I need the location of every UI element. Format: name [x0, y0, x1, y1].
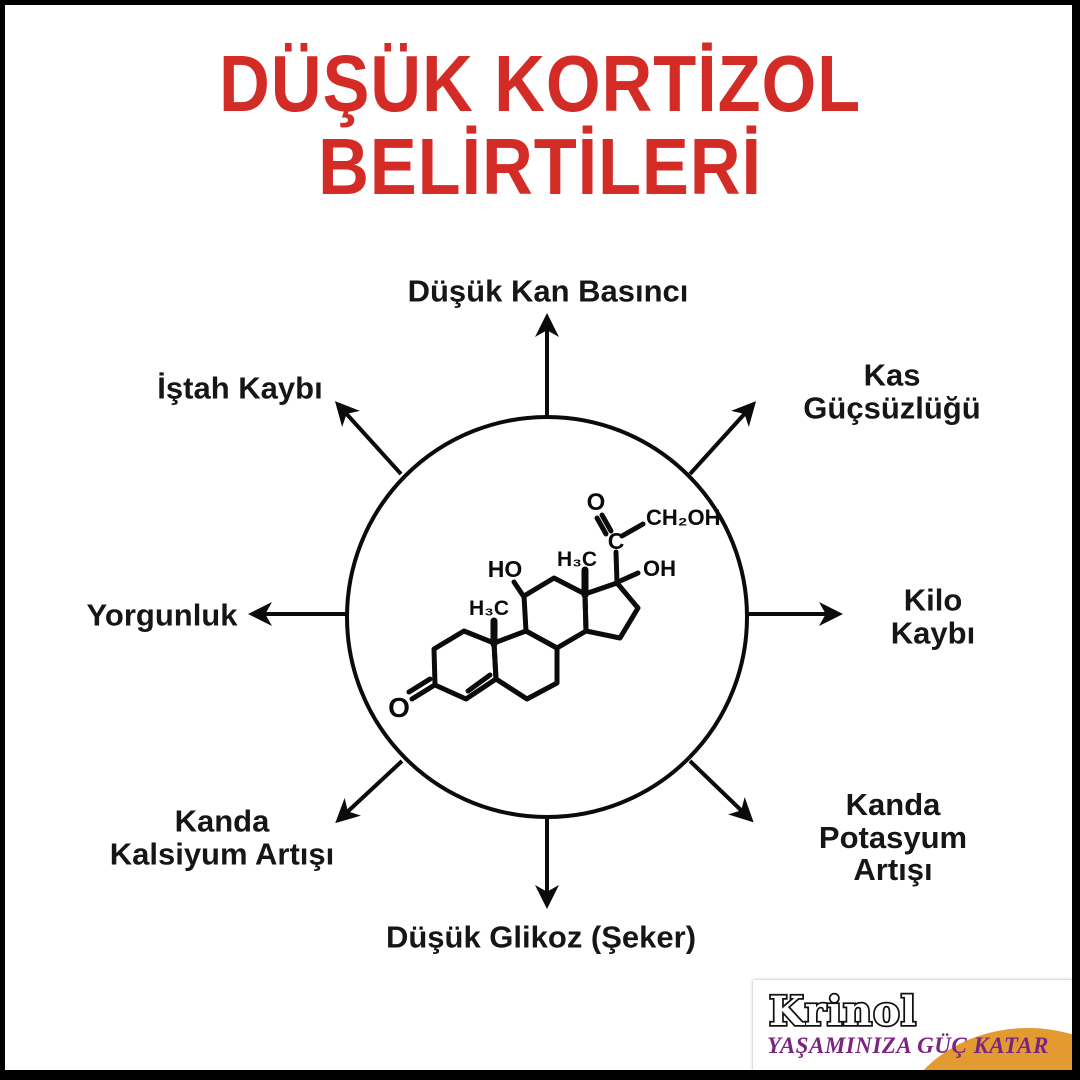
bond-c11-ho [511, 579, 527, 600]
page-title-line1: DÜŞÜK KORTİZOL [219, 39, 861, 128]
oh-label: OH [643, 556, 676, 581]
page-title-line2: BELİRTİLERİ [318, 122, 762, 212]
symptom-label-low-glucose: Düşük Glikoz (Şeker) [385, 919, 697, 955]
symptom-label-high-calcium: Kanda Kalsiyum Artışı [109, 803, 335, 871]
hydroxy-ho-label: HO [488, 556, 523, 582]
arrow-bottom-left [335, 759, 404, 824]
bond-c17-oh [615, 570, 641, 585]
steroid-ring-d [582, 580, 641, 641]
carbonyl-double-bond-2 [594, 515, 609, 537]
carbonyl-o-label: O [587, 489, 606, 516]
arrow-bottom-right [688, 759, 754, 823]
arrow-top-right [688, 401, 757, 476]
page-title: DÜŞÜK KORTİZOL BELİRTİLERİ [65, 39, 1015, 212]
methyl-2-label: H₃C [557, 548, 597, 571]
symptom-label-weight-loss: Kilo Kaybı [890, 582, 976, 650]
bond-c20-c21 [619, 521, 646, 539]
symptom-label-high-potassium: Kanda Potasyum Artışı [818, 787, 968, 888]
bond-c17-c20 [613, 549, 620, 586]
logo-brand-wordmark: Krinol [767, 986, 918, 1037]
symptom-label-fatigue: Yorgunluk [86, 597, 238, 633]
logo-brand-text: Krinol [769, 988, 917, 1035]
symptom-label-muscle-weakness: Kas Güçsüzlüğü [803, 357, 981, 425]
center-circle [345, 415, 749, 819]
symptom-label-appetite-loss: İştah Kaybı [157, 370, 323, 406]
logo-tagline: YAŞAMINIZA GÜÇ KATAR [767, 1033, 1049, 1058]
ketone-o-label: O [388, 692, 410, 723]
spoke-arrows [248, 313, 843, 909]
arrow-top-left [334, 401, 403, 476]
ch2oh-label: CH₂OH [646, 505, 721, 530]
ketone-double-bond-1 [409, 683, 436, 702]
symptom-label-low-blood-pressure: Düşük Kan Basıncı [407, 273, 689, 309]
carbonyl-double-bond-1 [599, 512, 614, 534]
double-bond-ring-a [465, 672, 493, 694]
carbonyl-c-label: C [608, 528, 625, 554]
methyl-1-label: H₃C [469, 597, 509, 620]
cortisol-molecule: O HO H₃C H₃C C O CH₂OH OH [388, 489, 720, 723]
brand-logo: Krinol YAŞAMINIZA GÜÇ KATAR [753, 980, 1072, 1072]
ketone-double-bond-2 [406, 676, 433, 695]
